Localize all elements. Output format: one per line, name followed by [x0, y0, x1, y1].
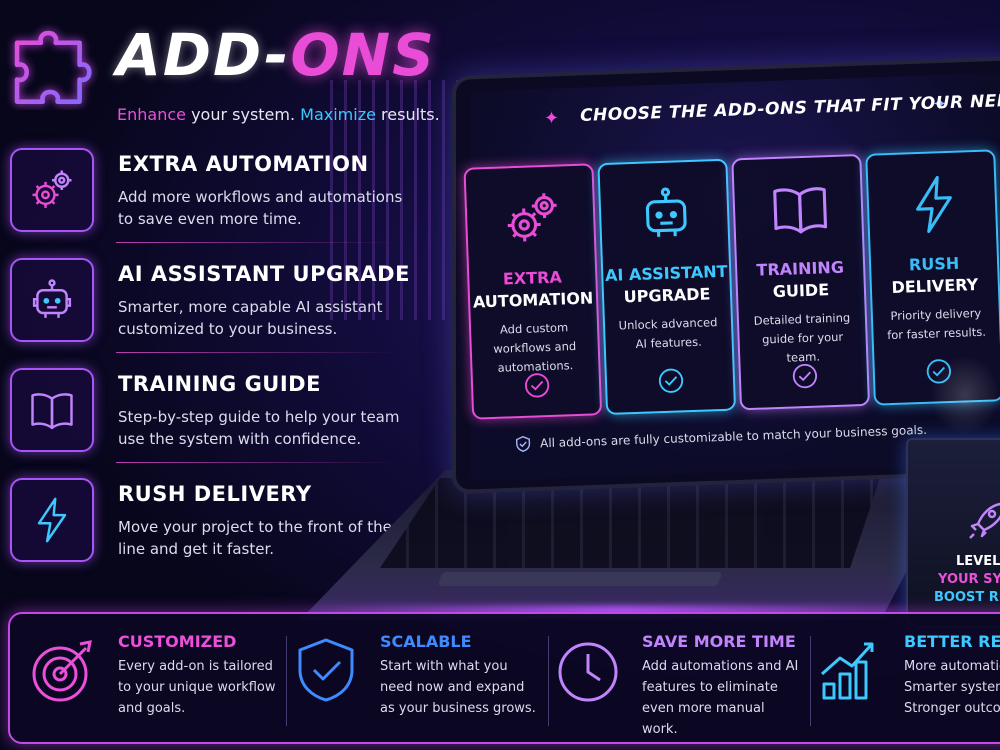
target-icon [32, 640, 92, 702]
addon-card-extra-automation[interactable]: EXTRA AUTOMATION Add custom workflows an… [463, 163, 603, 420]
card-title-line2: DELIVERY [891, 274, 979, 297]
check-circle-icon [792, 363, 818, 389]
gears-icon [32, 170, 72, 208]
feature-icon-box [10, 478, 94, 562]
feature-description: Step-by-step guide to help your team use… [118, 408, 400, 448]
benefit-title: SAVE MORE TIME [642, 632, 796, 651]
feature-icon-box [10, 258, 94, 342]
addon-card-rush-delivery[interactable]: RUSH DELIVERY Priority delivery for fast… [865, 149, 1000, 406]
mug-steam [930, 355, 1000, 435]
bar-chart-icon [821, 642, 874, 700]
card-description: Priority delivery for faster results. [886, 305, 987, 343]
card-description: Detailed training guide for your team. [753, 310, 851, 365]
laptop-trackpad [437, 572, 723, 586]
benefit-divider [286, 636, 287, 726]
benefit-divider [548, 636, 549, 726]
feature-training-guide: TRAINING GUIDE Step-by-step guide to hel… [8, 368, 399, 464]
feature-description: Add more workflows and automations to sa… [118, 188, 403, 228]
lightning-icon [916, 175, 952, 234]
addon-card-training-guide[interactable]: TRAINING GUIDE Detailed training guide f… [731, 153, 871, 411]
benefit-customized: CUSTOMIZED Every add-on is tailored to y… [10, 614, 276, 746]
feature-divider [116, 352, 396, 353]
lightning-icon [37, 497, 67, 543]
check-circle-icon [658, 368, 684, 393]
mug-text-line1: LEVEL [956, 554, 1000, 569]
page-subtitle: Enhance your system. Maximize results. [117, 105, 440, 124]
benefit-title: CUSTOMIZED [118, 632, 237, 651]
page-title: ADD-ONS [116, 21, 436, 89]
benefit-description: Add automations and AI features to elimi… [642, 659, 799, 737]
addon-cards: EXTRA AUTOMATION Add custom workflows an… [463, 148, 1000, 437]
feature-title: EXTRA AUTOMATION [118, 152, 369, 176]
feature-icon-box [10, 368, 94, 452]
gears-icon [507, 193, 557, 242]
book-icon [773, 187, 828, 234]
card-title-line2: GUIDE [772, 280, 830, 302]
benefit-title: BETTER RESU [904, 632, 1000, 651]
feature-ai-assistant: AI ASSISTANT UPGRADE Smarter, more capab… [8, 258, 409, 354]
coffee-mug: LEVEL YOUR SYS BOOST RE [906, 438, 1000, 628]
benefit-save-time: SAVE MORE TIME Add automations and AI fe… [534, 614, 798, 746]
mug-text-line2: YOUR SYS [938, 572, 1000, 587]
feature-title: TRAINING GUIDE [118, 372, 321, 396]
robot-icon [32, 279, 72, 318]
robot-icon [645, 187, 687, 237]
benefit-divider [810, 636, 811, 726]
feature-extra-automation: EXTRA AUTOMATION Add more workflows and … [8, 148, 402, 244]
feature-description: Smarter, more capable AI assistant custo… [118, 298, 383, 338]
feature-divider [116, 462, 396, 463]
sparkle-icon: ✦ [932, 94, 948, 115]
benefit-scalable: SCALABLE Start with what you need now an… [272, 614, 536, 746]
feature-title: RUSH DELIVERY [118, 482, 312, 506]
benefits-panel: CUSTOMIZED Every add-on is tailored to y… [8, 612, 1000, 744]
feature-rush-delivery: RUSH DELIVERY Move your project to the f… [8, 478, 392, 574]
customizable-note: All add-ons are fully customizable to ma… [515, 423, 927, 452]
benefit-better-results: BETTER RESU More automatio Smarter syste… [796, 614, 1000, 746]
check-circle-icon [524, 373, 550, 398]
benefit-description: Start with what you need now and expand … [380, 659, 536, 716]
shield-check-icon [515, 435, 531, 452]
clock-icon [558, 642, 618, 702]
card-description: Unlock advanced AI features. [618, 315, 718, 351]
sparkle-icon: ✦ [544, 108, 560, 129]
benefit-description: Every add-on is tailored to your unique … [118, 659, 276, 716]
laptop-keyboard [380, 478, 880, 568]
benefit-title: SCALABLE [380, 632, 472, 651]
book-icon [31, 393, 73, 430]
feature-icon-box [10, 148, 94, 232]
card-title-line2: UPGRADE [623, 284, 711, 307]
check-circle-icon [926, 359, 951, 384]
feature-divider [116, 242, 396, 243]
card-title-line2: AUTOMATION [472, 288, 594, 312]
feature-description: Move your project to the front of the li… [118, 518, 392, 558]
rocket-icon [969, 502, 1000, 539]
shield-check-icon [298, 638, 354, 702]
mug-text-line3: BOOST RE [934, 590, 1000, 605]
benefit-description: More automatio Smarter system Stronger o… [904, 659, 1000, 716]
laptop-base-glow [300, 606, 940, 616]
puzzle-piece-icon [14, 30, 92, 104]
feature-title: AI ASSISTANT UPGRADE [118, 262, 410, 286]
card-description: Add custom workflows and automations. [493, 320, 577, 375]
addon-card-ai-assistant[interactable]: AI ASSISTANT UPGRADE Unlock advanced AI … [597, 158, 737, 416]
